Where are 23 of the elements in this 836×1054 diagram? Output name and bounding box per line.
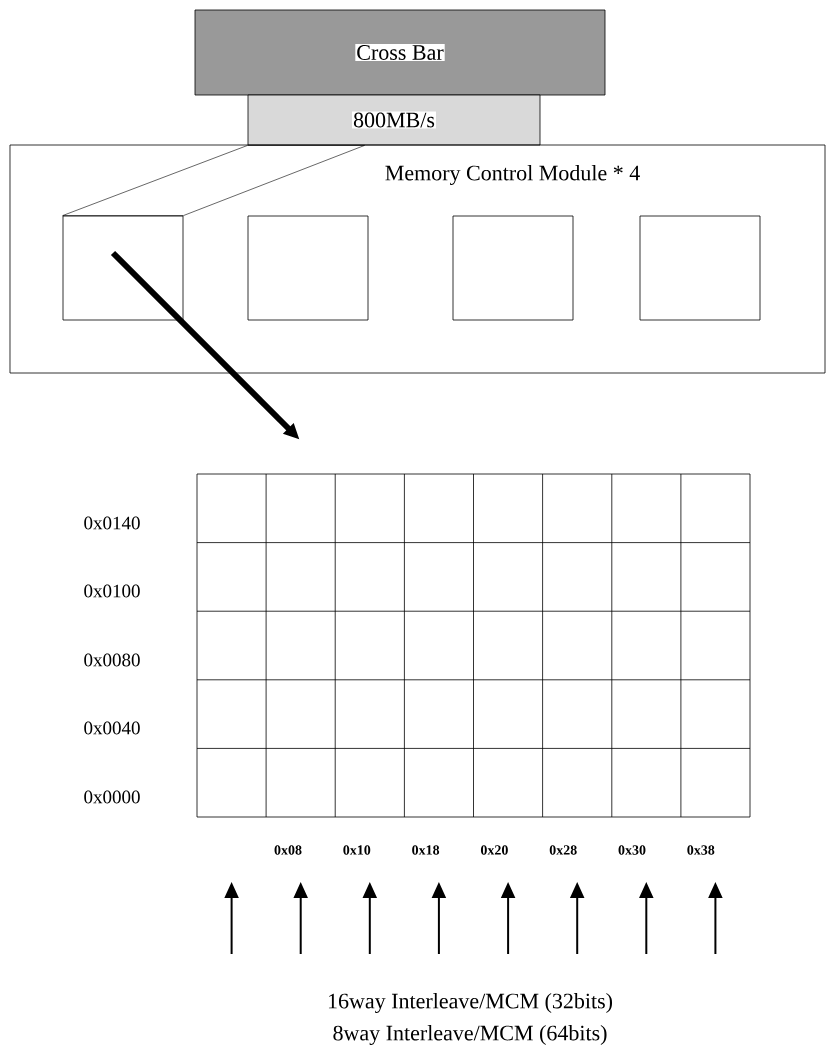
address-label: 0x0000 — [84, 790, 140, 804]
bus-ribbon — [62, 145, 365, 216]
grid-table — [196, 473, 751, 818]
address-label: 0x0100 — [84, 584, 140, 598]
offset-label: 0x20 — [480, 845, 508, 855]
offset-label: 0x30 — [618, 845, 646, 855]
address-label: 0x0080 — [84, 653, 140, 667]
caption-text: 16way Interleave/MCM (32bits) — [328, 993, 613, 1013]
bus-box: 800MB/s — [247, 94, 541, 146]
address-label: 0x0040 — [84, 721, 140, 735]
module-box — [247, 215, 369, 321]
offset-label: 0x28 — [549, 845, 577, 855]
caption-text: 8way Interleave/MCM (64bits) — [333, 1025, 607, 1045]
offset-label: 0x38 — [687, 845, 715, 855]
bus-box: Cross Bar — [194, 9, 606, 96]
offset-label: 0x18 — [412, 845, 440, 855]
address-label: 0x0140 — [84, 516, 140, 530]
module-box — [452, 215, 574, 321]
module-box — [62, 215, 184, 321]
offset-label: 0x08 — [274, 845, 302, 855]
offset-label: 0x10 — [343, 845, 371, 855]
module-panel: Memory Control Module * 4 — [9, 144, 826, 374]
module-box — [639, 215, 761, 321]
